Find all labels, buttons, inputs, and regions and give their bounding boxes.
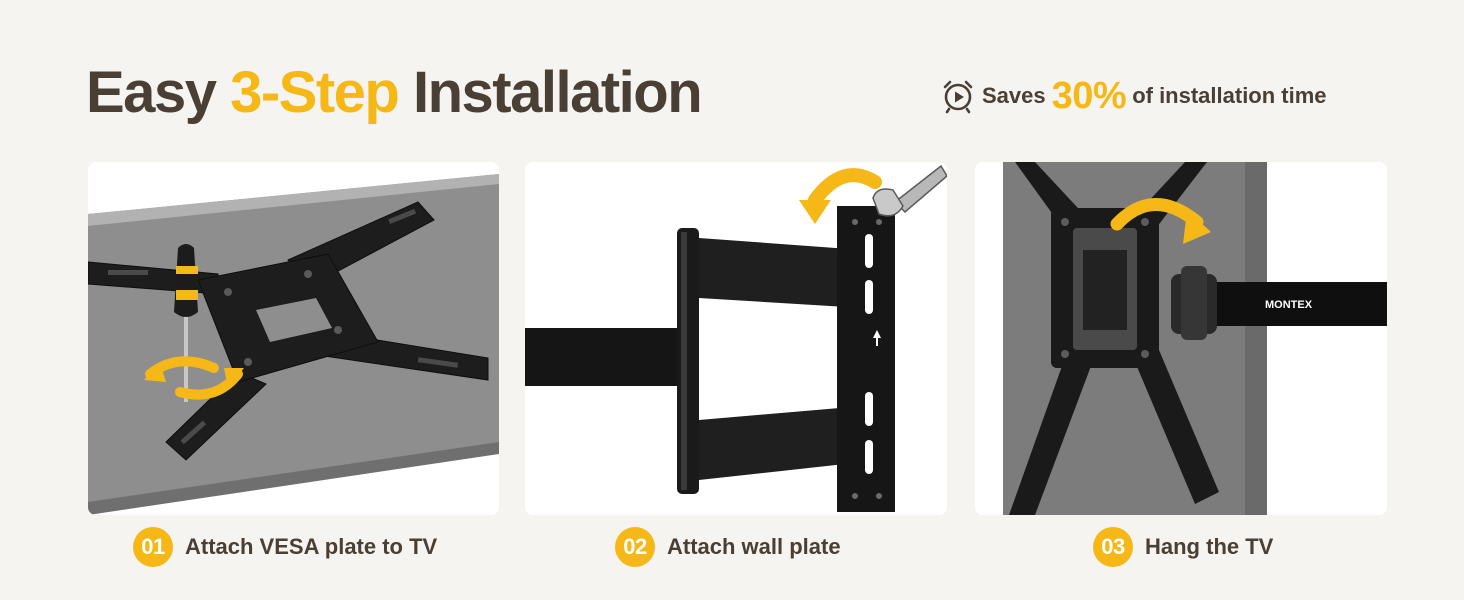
alarm-clock-play-icon — [943, 80, 973, 114]
saves-prefix: Saves — [982, 83, 1046, 108]
step-2-image — [525, 162, 947, 515]
brand-logo: MONTEX — [1265, 299, 1313, 311]
step-3-label: Hang the TV — [1145, 534, 1274, 559]
step-2-number: 02 — [615, 527, 655, 567]
title-prefix: Easy — [86, 60, 217, 125]
step-1-image — [88, 162, 499, 515]
hang-tv-illustration: MONTEX — [975, 162, 1387, 515]
page-title: Easy 3-Step Installation — [86, 58, 703, 128]
saves-suffix: of installation time — [1132, 83, 1327, 108]
vesa-plate-illustration — [88, 162, 499, 515]
step-3-image: MONTEX — [975, 162, 1387, 515]
title-suffix: Installation — [412, 60, 703, 125]
step-1-number: 01 — [133, 527, 173, 567]
step-2-label: Attach wall plate — [667, 534, 841, 559]
step-1-label: Attach VESA plate to TV — [185, 534, 438, 559]
wall-plate-illustration — [525, 162, 947, 515]
title-accent: 3-Step — [230, 60, 400, 125]
step-2-caption: 02 Attach wall plate — [615, 527, 841, 567]
step-3-caption: 03 Hang the TV — [1093, 527, 1273, 567]
saves-value: 30% — [1051, 74, 1127, 117]
step-3-number: 03 — [1093, 527, 1133, 567]
step-1-caption: 01 Attach VESA plate to TV — [133, 527, 437, 567]
time-savings-note: Saves 30% of installation time — [940, 74, 1327, 117]
